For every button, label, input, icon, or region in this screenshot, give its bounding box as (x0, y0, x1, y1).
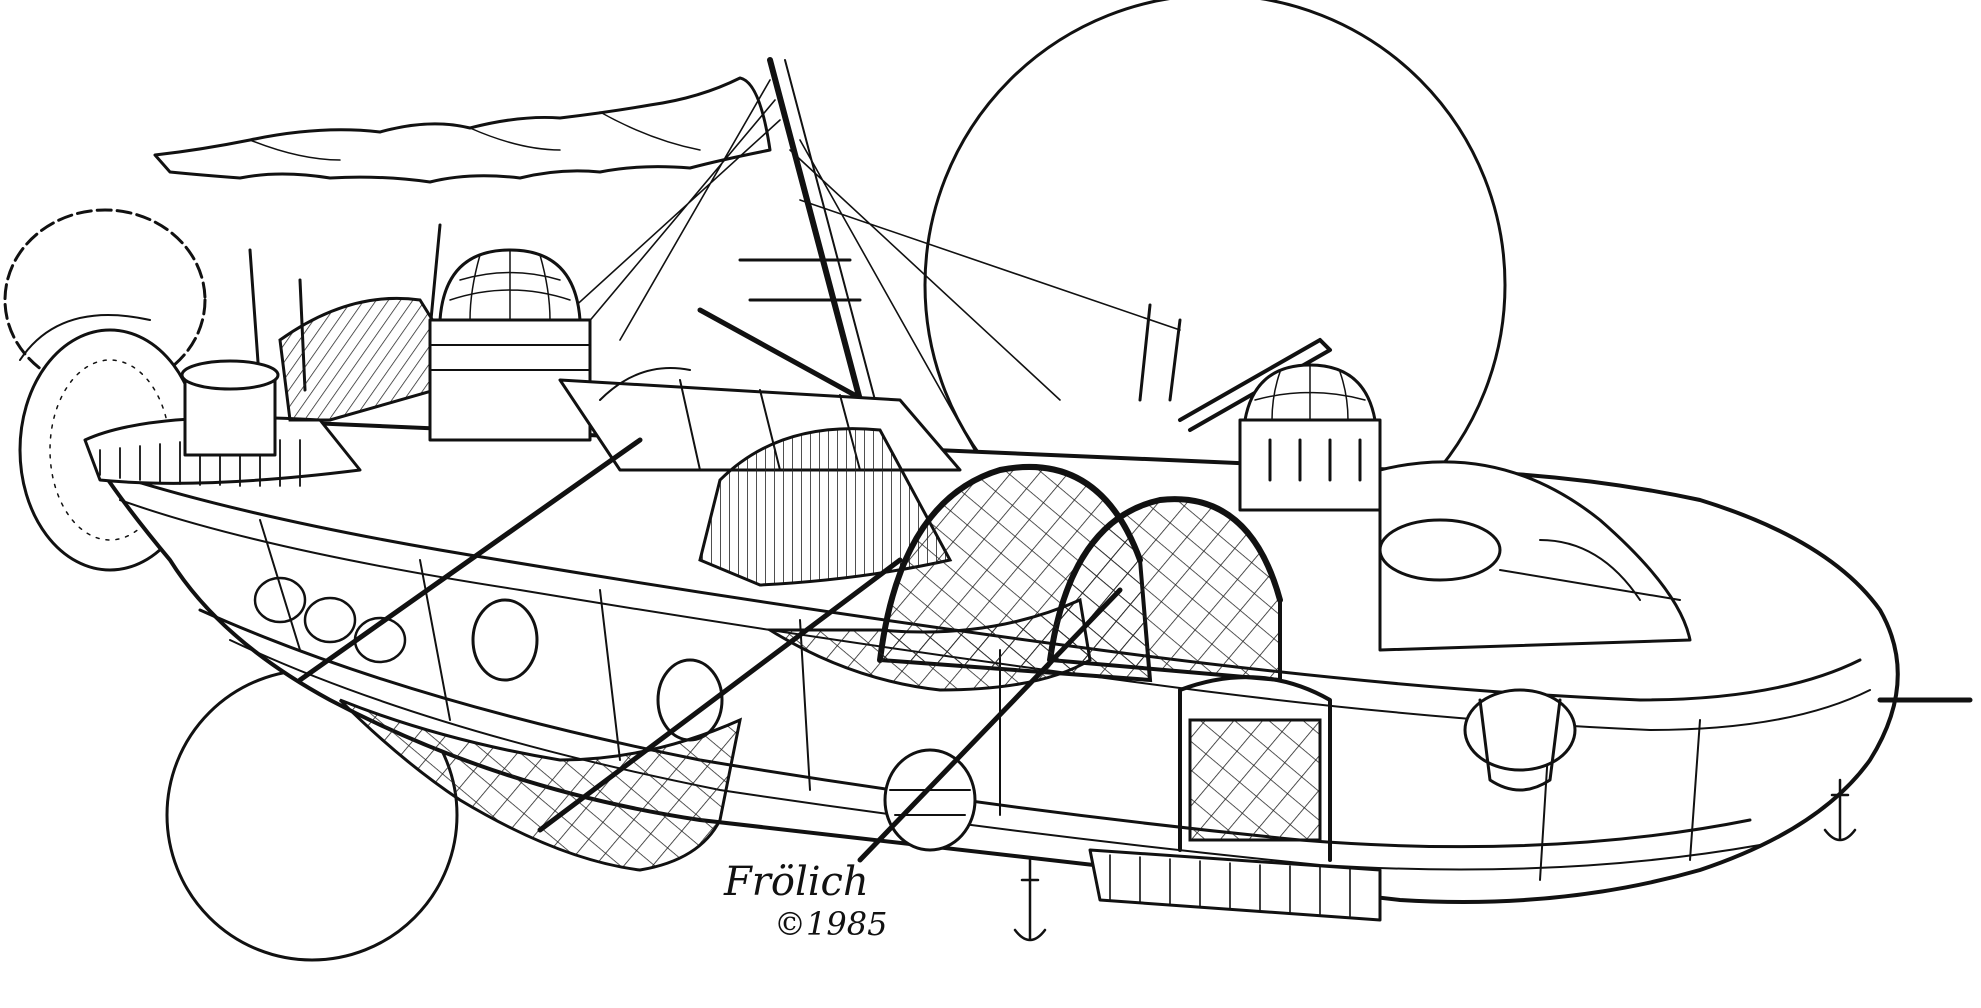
front-dome (1238, 363, 1382, 512)
stern-tower (180, 359, 280, 457)
artist-signature: Frölich (723, 859, 869, 905)
bow-balcony (1088, 675, 1382, 922)
engine-pods (471, 598, 977, 852)
rear-dome (428, 248, 592, 442)
pennant-flag (153, 76, 772, 184)
main-mast (449, 57, 1181, 461)
copyright-year: ©1985 (774, 905, 887, 943)
cargo-nets (338, 597, 1092, 872)
bow-structure (1378, 460, 1692, 792)
boom-spars (297, 437, 1973, 863)
anchors (1013, 778, 1857, 942)
